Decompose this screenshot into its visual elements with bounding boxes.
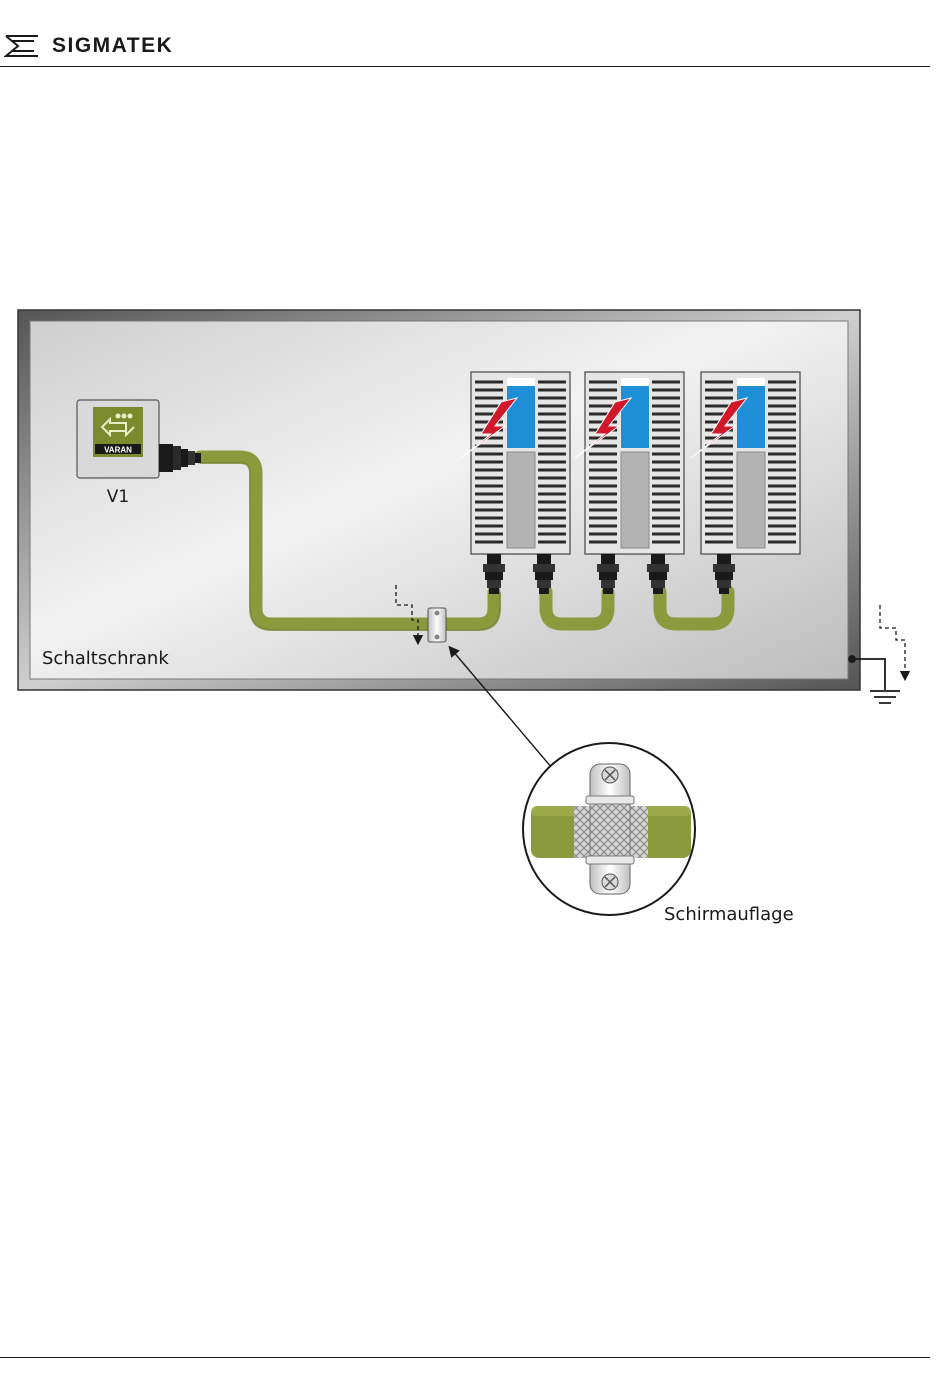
screw-icon — [602, 874, 618, 890]
cabinet-label: Schaltschrank — [42, 648, 169, 669]
screw-icon — [602, 767, 618, 783]
shield-clamp — [428, 608, 446, 642]
sigmatek-logo: SIGMATEK — [4, 32, 173, 60]
detail-label: Schirmauflage — [664, 904, 794, 925]
shielding-diagram: VARAN V1 — [0, 300, 950, 940]
footer-rule — [0, 1357, 930, 1358]
brand-name: SIGMATEK — [52, 34, 173, 58]
header-rule — [0, 66, 930, 67]
varan-logo-text: VARAN — [104, 446, 132, 455]
page-header: SIGMATEK — [0, 0, 950, 70]
shield-clamp-detail — [523, 743, 695, 915]
sigmatek-logo-icon — [4, 32, 40, 60]
module-label: V1 — [107, 487, 129, 507]
